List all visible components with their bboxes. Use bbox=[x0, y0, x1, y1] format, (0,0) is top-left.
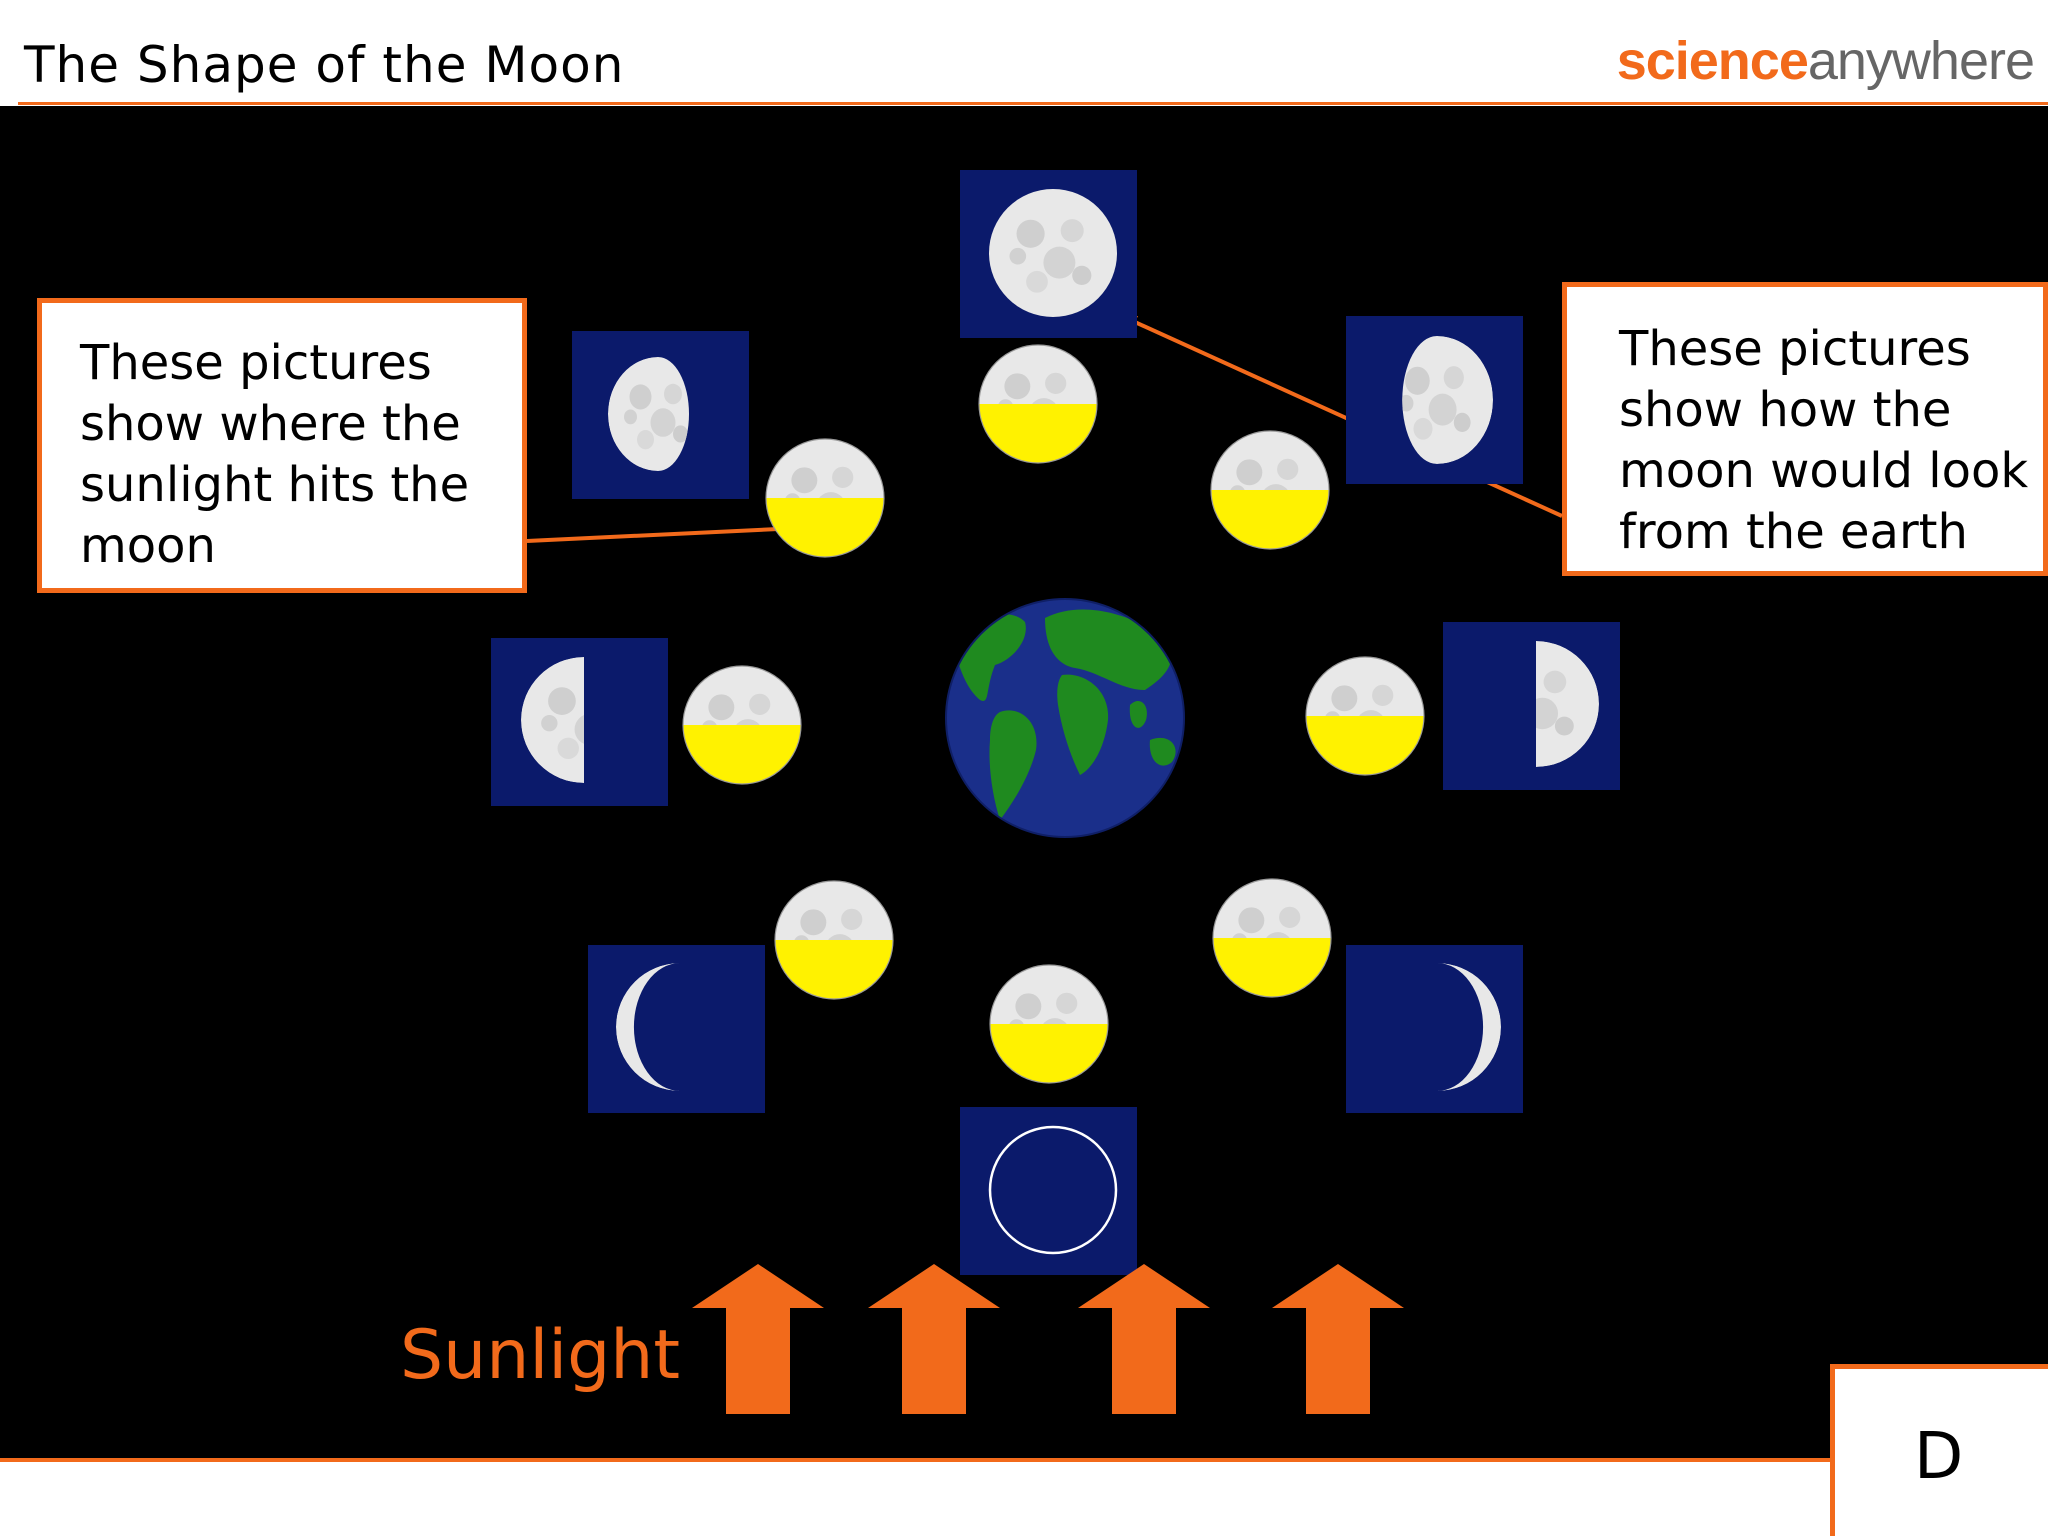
callout-left-line-2: show where the bbox=[80, 396, 461, 452]
callout-left-line-4: moon bbox=[80, 518, 216, 574]
phase-panel-waxing-gibbous bbox=[1346, 316, 1523, 484]
moon-position-right bbox=[1305, 656, 1425, 776]
phase-panel-waxing-crescent bbox=[1346, 945, 1523, 1113]
moon-phase-diagram bbox=[491, 170, 1620, 1414]
callout-sunlight-position: These pictures show where the sunlight h… bbox=[37, 298, 527, 593]
slide-letter: D bbox=[1914, 1420, 1964, 1494]
sunlight-arrows bbox=[692, 1264, 1404, 1414]
callout-right-line-4: from the earth bbox=[1619, 504, 1968, 560]
logo-anywhere: anywhere bbox=[1807, 31, 2035, 91]
moon-position-bottom-right bbox=[1212, 878, 1332, 998]
callout-left-line-1: These pictures bbox=[80, 335, 432, 391]
callout-right-line-2: show how the bbox=[1619, 382, 1952, 438]
up-arrow-icon bbox=[1272, 1264, 1404, 1414]
phase-panel-waning-crescent bbox=[588, 945, 765, 1113]
callout-right-line-1: These pictures bbox=[1619, 321, 1971, 377]
moon-position-bottom-left bbox=[774, 880, 894, 1000]
moon-position-left bbox=[682, 665, 802, 785]
callout-view-from-earth: These pictures show how the moon would l… bbox=[1562, 282, 2048, 576]
up-arrow-icon bbox=[692, 1264, 824, 1414]
sunlight-label: Sunlight bbox=[400, 1316, 681, 1395]
footer-divider bbox=[0, 1458, 1830, 1462]
moon-position-top-left bbox=[765, 438, 885, 558]
moon-position-top bbox=[978, 344, 1098, 464]
page-title: The Shape of the Moon bbox=[24, 36, 625, 94]
phase-panel-waning-gibbous bbox=[572, 331, 749, 499]
up-arrow-icon bbox=[1078, 1264, 1210, 1414]
phase-panel-full-moon bbox=[960, 170, 1137, 338]
callout-left-line-3: sunlight hits the bbox=[80, 457, 470, 513]
phase-panel-last-quarter bbox=[491, 638, 668, 806]
earth-globe-icon bbox=[945, 598, 1185, 838]
header-bar: The Shape of the Moon scienceanywhere bbox=[0, 0, 2048, 104]
logo-science: science bbox=[1616, 31, 1809, 91]
moon-position-bottom bbox=[989, 964, 1109, 1084]
footer-bar bbox=[0, 1462, 1830, 1536]
phase-panel-first-quarter bbox=[1443, 622, 1620, 790]
callout-right-line-3: moon would look bbox=[1619, 443, 2029, 499]
slide-letter-box bbox=[1830, 1364, 2048, 1536]
header-divider bbox=[18, 102, 2048, 105]
brand-logo: scienceanywhere bbox=[1616, 30, 2035, 92]
up-arrow-icon bbox=[868, 1264, 1000, 1414]
moon-position-top-right bbox=[1210, 430, 1330, 550]
callout-left-pointer bbox=[526, 526, 801, 543]
phase-panel-new-moon bbox=[960, 1107, 1137, 1275]
